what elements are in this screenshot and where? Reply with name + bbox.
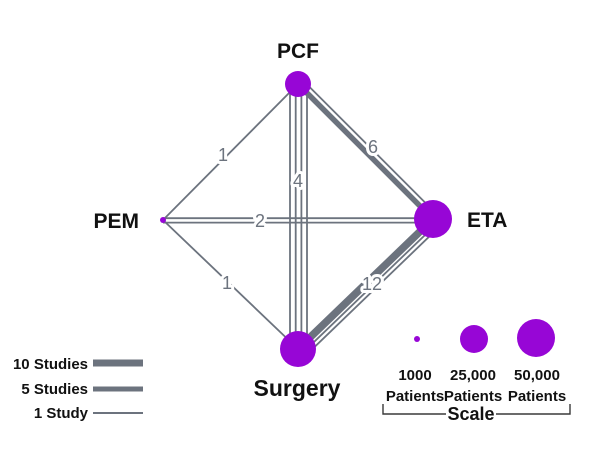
- scale-value-25000: 25,000: [450, 367, 496, 384]
- scale-circle-1000: [414, 336, 420, 342]
- node-labels: PCF ETA Surgery PEM: [93, 40, 507, 401]
- edge-pem-pcf: [162, 83, 299, 221]
- edge-pcf-eta: [296, 79, 438, 221]
- studies-legend-bar-1: [93, 412, 143, 414]
- node-label-pem: PEM: [93, 210, 139, 233]
- studies-legend-bar-10: [93, 359, 143, 367]
- edge-label-pem-pcf: 1: [218, 145, 228, 165]
- scale-value-1000: 1000: [398, 367, 431, 384]
- scale-bracket: [382, 404, 571, 415]
- edge-pcf-surgery: [289, 86, 308, 347]
- nodes: [160, 71, 452, 367]
- studies-legend-label-1: 1 Study: [34, 405, 89, 422]
- edge-pem-eta: [163, 217, 433, 224]
- edge-eta-surgery: [295, 216, 441, 357]
- node-pcf: [285, 71, 311, 97]
- edges: [162, 79, 441, 357]
- edge-label-pem-surgery: 1: [222, 273, 232, 293]
- studies-legend-label-5: 5 Studies: [21, 381, 88, 398]
- node-eta: [414, 200, 452, 238]
- scale-unit-25000: Patients: [444, 388, 502, 405]
- edge-label-pem-eta: 2: [255, 211, 265, 231]
- scale-unit-1000: Patients: [386, 388, 444, 405]
- edge-label-pcf-surgery: 4: [293, 171, 303, 191]
- scale-legend: 1000 Patients 25,000 Patients 50,000 Pat…: [382, 319, 571, 424]
- edge-label-eta-surgery: 12: [362, 274, 382, 294]
- scale-unit-50000: Patients: [508, 388, 566, 405]
- studies-legend: 10 Studies 5 Studies 1 Study: [13, 356, 143, 422]
- node-surgery: [280, 331, 316, 367]
- node-label-pcf: PCF: [277, 40, 319, 63]
- edge-pem-surgery: [162, 219, 299, 350]
- edge-labels: 1 6 4 2 1 12: [215, 134, 385, 297]
- node-label-surgery: Surgery: [254, 375, 341, 401]
- scale-value-50000: 50,000: [514, 367, 560, 384]
- node-label-eta: ETA: [467, 209, 507, 232]
- scale-circle-25000: [460, 325, 488, 353]
- studies-legend-label-10: 10 Studies: [13, 356, 88, 373]
- scale-circle-50000: [517, 319, 555, 357]
- studies-legend-bar-5: [93, 386, 143, 392]
- node-pem: [160, 217, 166, 223]
- scale-title: Scale: [447, 404, 494, 424]
- edge-label-pcf-eta: 6: [368, 137, 378, 157]
